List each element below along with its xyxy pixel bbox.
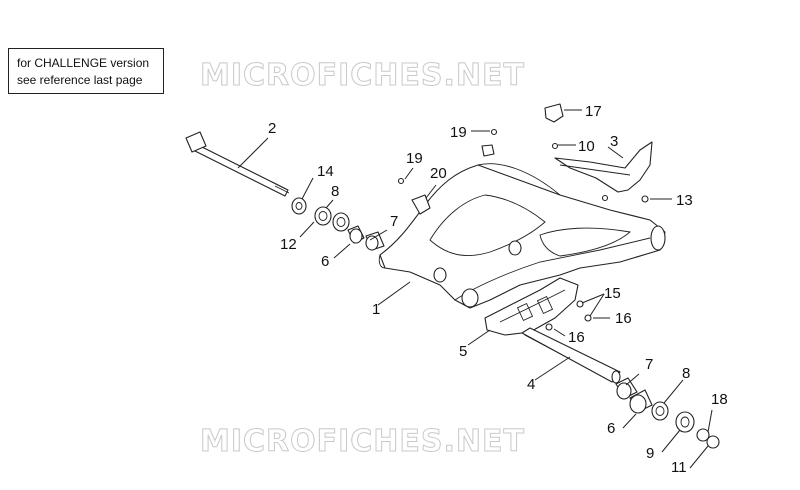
callout-6-right: 6 [607,420,615,437]
callout-5: 5 [459,343,467,360]
callout-9: 9 [646,445,654,462]
cable-clamp [397,128,559,215]
swingarm-part [378,163,666,309]
callout-12: 12 [280,236,297,253]
watermark-top: MICROFICHES.NET [200,58,525,94]
cable-clip [544,103,564,123]
chain-slider-bracket [484,277,579,336]
callout-19-top: 19 [450,124,467,141]
callout-1: 1 [372,301,380,318]
spindle-bolt [185,131,290,197]
callout-2: 2 [268,120,276,137]
callout-14: 14 [317,163,334,180]
callout-6-left: 6 [321,253,329,270]
callout-labels: 2 1 3 4 5 6 6 7 7 8 8 9 10 11 12 13 14 1… [268,103,728,476]
callout-19-left: 19 [406,150,423,167]
version-note-line2: see reference last page [17,73,143,87]
left-bearing-stack [291,197,385,251]
bracket-screws [545,300,592,331]
callout-3: 3 [610,133,618,150]
callout-11: 11 [671,459,687,476]
version-note-line1: for CHALLENGE version [17,56,150,70]
leader-lines [237,109,713,469]
callout-16-right: 16 [615,310,632,327]
callout-4: 4 [527,376,535,393]
chain-guard [554,141,653,203]
right-bearing-stack [615,377,720,449]
pivot-pin-axle [521,327,621,384]
callout-15: 15 [604,285,621,302]
callout-16-lower: 16 [568,329,585,346]
callout-13: 13 [676,192,693,209]
callout-17: 17 [585,103,602,120]
callout-18: 18 [711,391,728,408]
callout-20: 20 [430,165,447,182]
version-note-box: for CHALLENGE version see reference last… [8,48,164,94]
callout-7-left: 7 [390,213,398,230]
callout-10: 10 [578,138,595,155]
callout-8-left: 8 [331,183,339,200]
callout-8-right: 8 [682,365,690,382]
watermark-bottom: MICROFICHES.NET [200,424,525,460]
callout-7-right: 7 [645,356,653,373]
